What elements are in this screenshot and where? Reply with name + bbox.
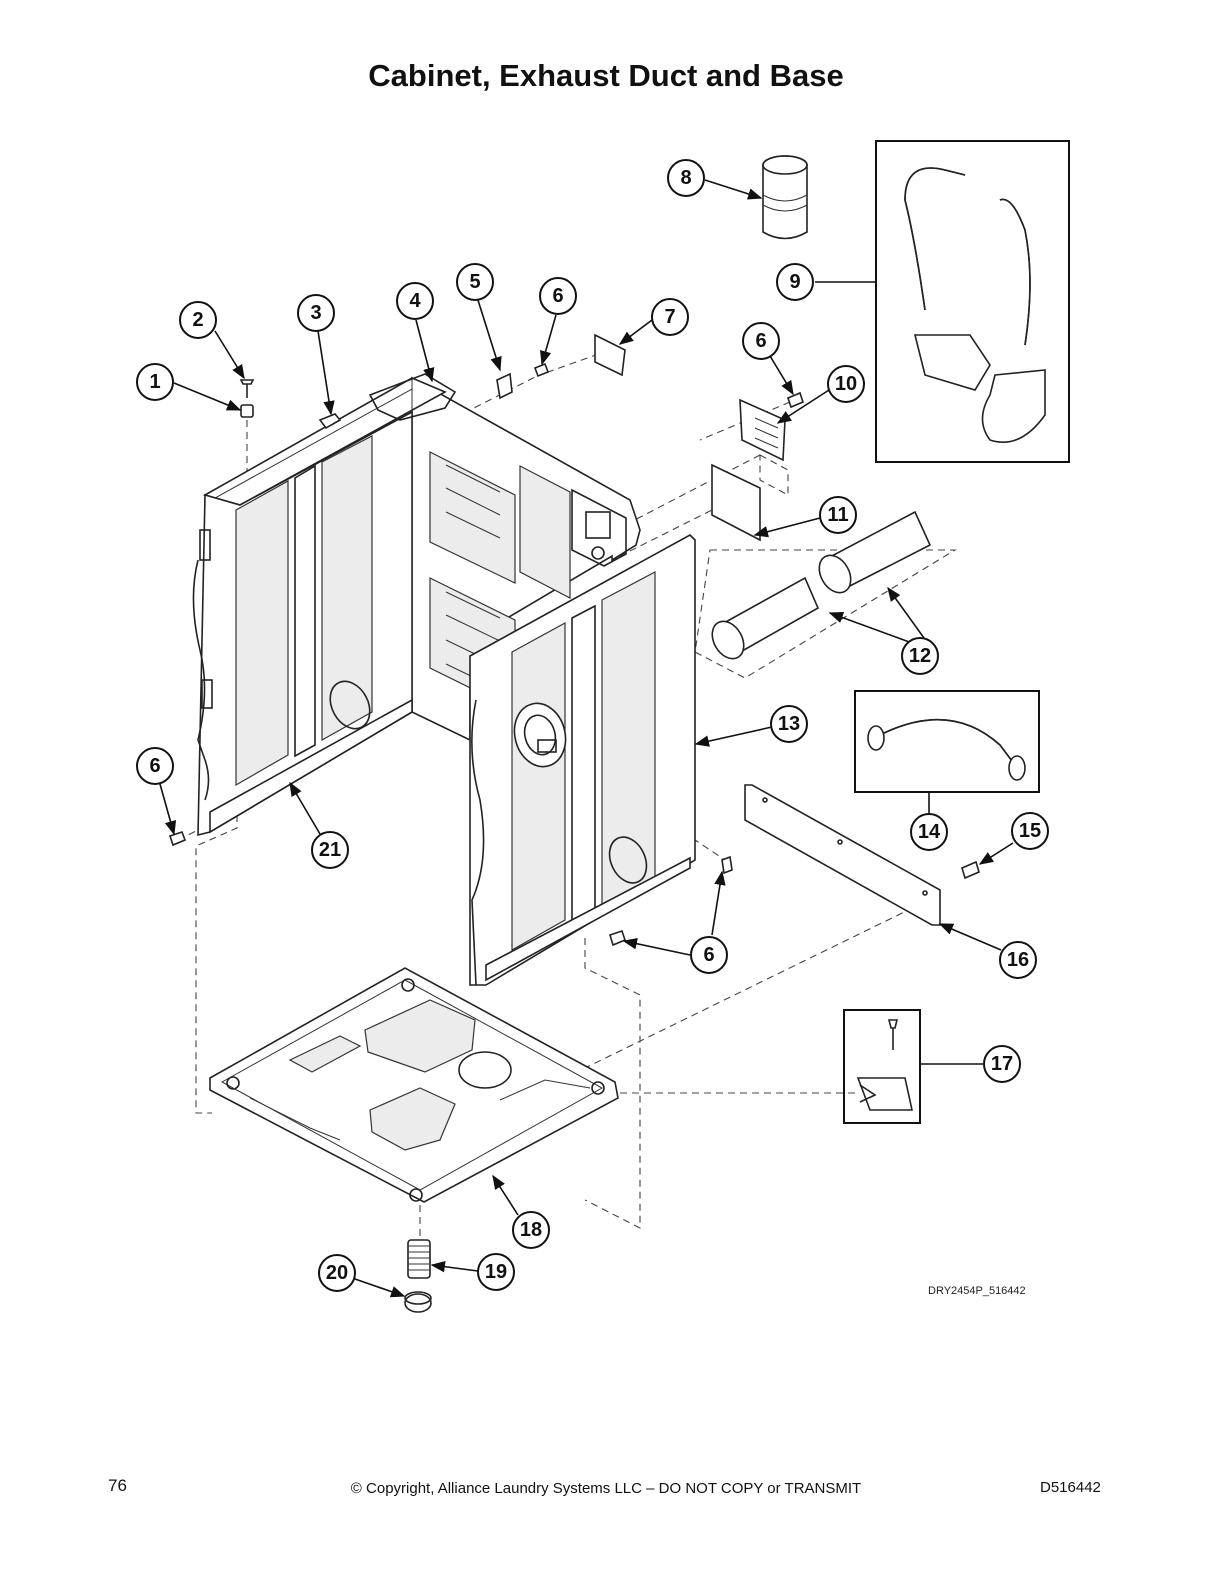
base-pan [209, 967, 619, 1203]
copyright-notice: © Copyright, Alliance Laundry Systems LL… [350, 1480, 862, 1497]
callout-6-bottom: 6 [690, 936, 728, 974]
callout-6-left: 6 [136, 747, 174, 785]
svg-text:6: 6 [703, 944, 714, 966]
page-title: Cabinet, Exhaust Duct and Base [368, 58, 844, 93]
duct-sleeve [762, 155, 808, 240]
svg-text:2: 2 [192, 309, 203, 331]
callout-3: 3 [297, 294, 335, 332]
svg-text:3: 3 [310, 302, 321, 324]
svg-text:5: 5 [469, 271, 480, 293]
callout-2: 2 [179, 301, 217, 339]
callout-20: 20 [318, 1254, 356, 1292]
callout-16: 16 [999, 941, 1037, 979]
callout-17: 17 [983, 1045, 1021, 1083]
svg-text:21: 21 [319, 839, 341, 861]
svg-text:7: 7 [664, 306, 675, 328]
callout-19: 19 [477, 1253, 515, 1291]
callout-6-top: 6 [539, 277, 577, 315]
duct-tubes [711, 510, 932, 660]
document-number: D516442 [1040, 1479, 1101, 1496]
svg-text:11: 11 [827, 504, 848, 526]
svg-text:10: 10 [835, 373, 857, 395]
callout-7: 7 [651, 298, 689, 336]
callout-10: 10 [827, 365, 865, 403]
front-panel [469, 534, 696, 986]
callout-13: 13 [770, 705, 808, 743]
svg-text:4: 4 [409, 290, 421, 312]
svg-text:14: 14 [918, 821, 941, 843]
callout-15: 15 [1011, 812, 1049, 850]
callout-12: 12 [901, 637, 939, 675]
svg-text:16: 16 [1007, 949, 1029, 971]
svg-text:15: 15 [1019, 820, 1041, 842]
callout-8: 8 [667, 159, 705, 197]
base-rail [744, 784, 941, 926]
svg-text:19: 19 [485, 1261, 507, 1283]
callout-6-right: 6 [742, 322, 780, 360]
hardware [168, 333, 980, 1313]
callout-21: 21 [311, 831, 349, 869]
diagram-reference-code: DRY2454P_516442 [928, 1285, 1026, 1297]
leveling-bracket-box [843, 1009, 921, 1124]
callout-5: 5 [456, 263, 494, 301]
flex-duct-kit-box [875, 140, 1070, 463]
leader-lines [159, 179, 1014, 1298]
callout-14: 14 [910, 813, 948, 851]
callout-9: 9 [776, 263, 814, 301]
svg-text:17: 17 [991, 1053, 1013, 1075]
callout-1: 1 [136, 363, 174, 401]
flex-hose-box [854, 690, 1040, 793]
svg-text:9: 9 [789, 271, 800, 293]
svg-text:1: 1 [149, 371, 160, 393]
svg-text:8: 8 [680, 167, 691, 189]
svg-text:12: 12 [909, 645, 931, 667]
svg-text:20: 20 [326, 1262, 348, 1284]
svg-text:18: 18 [520, 1219, 542, 1241]
callout-18: 18 [512, 1211, 550, 1249]
svg-text:13: 13 [778, 713, 800, 735]
svg-text:6: 6 [149, 755, 160, 777]
page-number: 76 [108, 1476, 127, 1495]
callout-4: 4 [396, 282, 434, 320]
callout-11: 11 [819, 496, 857, 534]
svg-text:6: 6 [755, 330, 766, 352]
svg-text:6: 6 [552, 285, 563, 307]
